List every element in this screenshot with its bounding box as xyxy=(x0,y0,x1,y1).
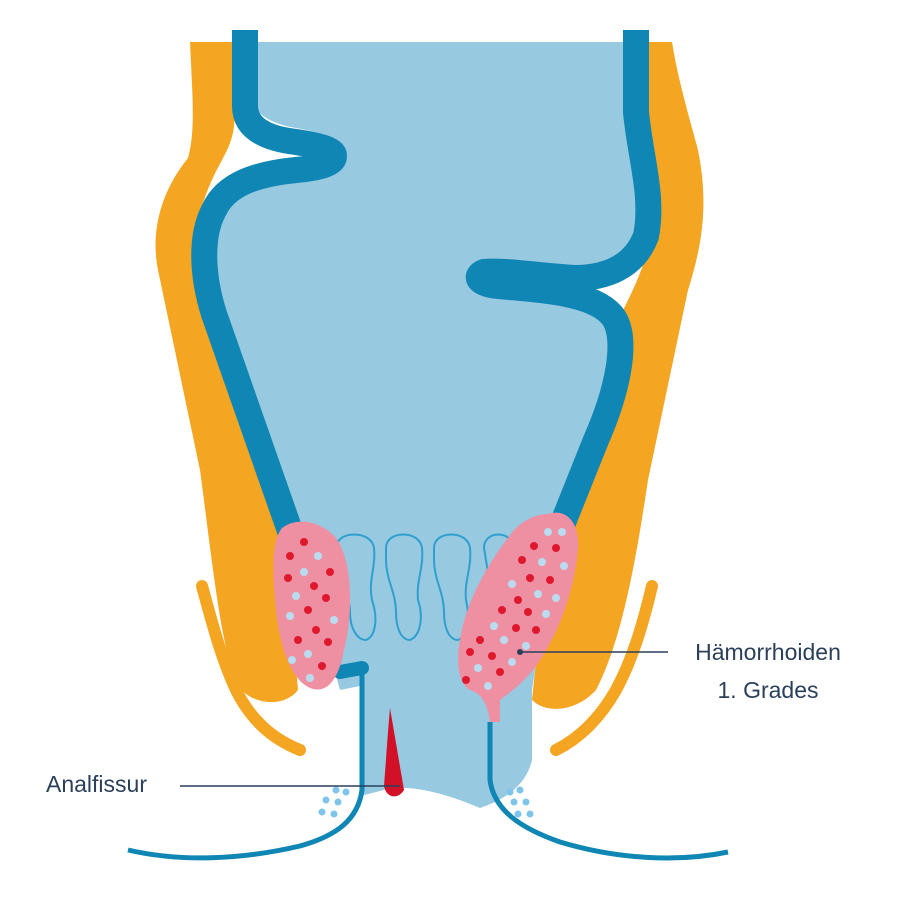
right-hemorrhoid-cushion xyxy=(458,512,579,722)
cushion-dot xyxy=(326,568,334,576)
left-canal-cap xyxy=(333,661,369,679)
left-muscle-layer xyxy=(155,42,298,703)
cushion-dot xyxy=(318,662,326,670)
left-rectal-wall xyxy=(191,30,347,553)
cushion-dot xyxy=(546,576,554,584)
right-cushion-dots xyxy=(462,528,568,690)
cushion-dot xyxy=(314,552,322,560)
cushion-dot xyxy=(304,650,312,658)
cushion-dot xyxy=(538,558,546,566)
cushion-dot xyxy=(284,574,292,582)
left-skin-dots xyxy=(318,786,350,818)
cushion-dot xyxy=(558,528,566,536)
hemorrhoid-leader-dot xyxy=(517,649,523,655)
right-external-sphincter xyxy=(550,580,658,756)
right-canal-wall xyxy=(487,722,729,861)
cushion-dot xyxy=(498,606,506,614)
left-external-sphincter xyxy=(196,580,306,756)
right-rectal-wall xyxy=(465,30,662,535)
cushion-dot xyxy=(484,682,492,690)
cushion-dot xyxy=(300,538,308,546)
right-skin-dots xyxy=(506,786,534,818)
cushion-dot xyxy=(496,668,504,676)
cushion-dot xyxy=(518,556,526,564)
cushion-dot xyxy=(324,638,332,646)
cushion-dot xyxy=(514,596,522,604)
left-hemorrhoid-cushion xyxy=(273,521,351,690)
cushion-dot xyxy=(542,610,550,618)
cushion-dot xyxy=(312,626,320,634)
fissure-label: Analfissur xyxy=(46,771,147,797)
cushion-dot xyxy=(330,616,338,624)
cushion-dot xyxy=(304,606,312,614)
cushion-dot xyxy=(530,542,538,550)
hemorrhoid-label-line1: Hämorrhoiden xyxy=(695,639,841,665)
cushion-dot xyxy=(500,636,508,644)
cushion-dot xyxy=(512,624,520,632)
cushion-dot xyxy=(534,590,542,598)
cushion-dot xyxy=(294,636,302,644)
cushion-dot xyxy=(490,622,498,630)
cushion-dot xyxy=(306,674,314,682)
cushion-dot xyxy=(310,582,318,590)
left-canal-wall xyxy=(127,665,365,861)
cushion-dot xyxy=(300,568,308,576)
anal-fissure-mark xyxy=(384,708,404,797)
hemorrhoid-label-line2: 1. Grades xyxy=(718,677,819,703)
cushion-dot xyxy=(552,594,560,602)
cushion-dot xyxy=(488,652,496,660)
cushion-dot xyxy=(322,594,330,602)
cushion-dot xyxy=(552,544,560,552)
cushion-dot xyxy=(286,612,294,620)
left-cushion-dots xyxy=(284,538,338,682)
cushion-dot xyxy=(522,642,530,650)
cushion-dot xyxy=(288,656,296,664)
cushion-dot xyxy=(526,574,534,582)
cushion-dot xyxy=(466,648,474,656)
cushion-dot xyxy=(532,626,540,634)
cushion-dot xyxy=(474,664,482,672)
cushion-dot xyxy=(508,580,516,588)
cushion-dot xyxy=(544,528,552,536)
cushion-dot xyxy=(560,562,568,570)
cushion-dot xyxy=(508,658,516,666)
cushion-dot xyxy=(286,552,294,560)
cushion-dot xyxy=(476,636,484,644)
anal-column-folds xyxy=(335,533,516,642)
cushion-dot xyxy=(524,608,532,616)
cushion-dot xyxy=(292,592,300,600)
cushion-dot xyxy=(462,676,470,684)
